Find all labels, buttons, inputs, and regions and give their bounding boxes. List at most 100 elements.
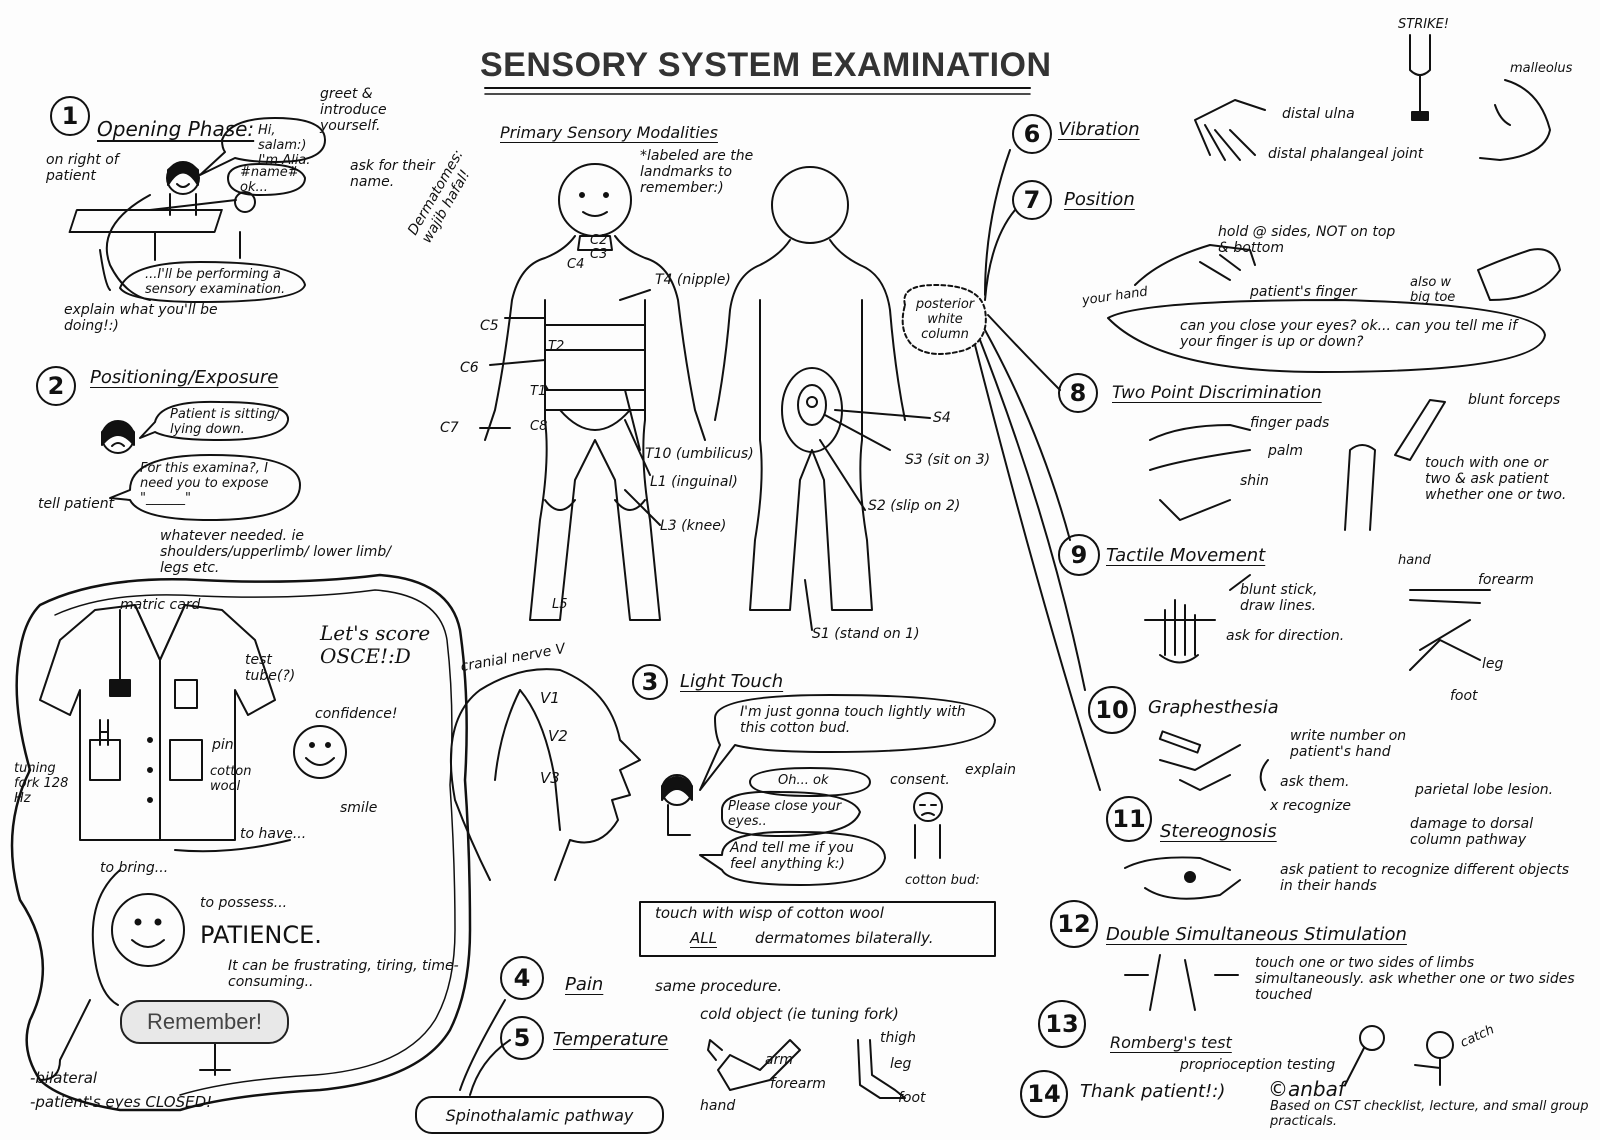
step-8-number: 8 <box>1058 373 1098 413</box>
ask-them-note: ask them. <box>1280 774 1350 790</box>
greet-note: greet & introduce yourself. <box>320 86 387 135</box>
step-5-heading: Temperature <box>553 1029 669 1050</box>
wisp-line-2: dermatomes bilaterally. <box>755 929 934 947</box>
temperature-note: cold object (ie tuning fork) <box>700 1005 899 1023</box>
lets-score-osce: Let's score OSCE!:D <box>320 621 431 668</box>
step-14-number: 14 <box>1020 1070 1068 1118</box>
tactile-foot-label: foot <box>1450 688 1478 704</box>
step-10-number: 10 <box>1088 686 1136 734</box>
position-hand-sketch <box>1134 244 1256 286</box>
finger-pads-label: finger pads <box>1250 415 1330 431</box>
label-c2: C2 <box>590 233 608 248</box>
tuning-fork-label: tuning fork 128 Hz <box>14 761 69 806</box>
leg-label: leg <box>890 1056 912 1072</box>
also-big-toe-label: also w big toe <box>1410 275 1456 305</box>
step-6-number: 6 <box>1012 114 1052 154</box>
bubble-hi-salam-text: Hi, salam:) I'm Alia. <box>258 123 311 168</box>
hand-label: hand <box>700 1098 736 1114</box>
right-of-patient-note: on right of patient <box>46 152 119 185</box>
osce-frame <box>10 573 472 1112</box>
blunt-stick-note: blunt stick, draw lines. <box>1240 582 1318 615</box>
bubble-ok-text: Oh... ok <box>778 773 829 788</box>
page-title: SENSORY SYSTEM EXAMINATION <box>480 46 1052 84</box>
doctor-face-2-icon <box>101 420 135 454</box>
bubble-touch-text: I'm just gonna touch lightly with this c… <box>740 704 966 737</box>
bubble-sitting-text: Patient is sitting/ lying down. <box>170 407 280 437</box>
step-13-heading: Romberg's test <box>1110 1033 1232 1052</box>
thigh-label: thigh <box>880 1030 917 1046</box>
stereognosis-hands-sketch <box>1124 856 1241 900</box>
hand-vibration-sketch <box>1194 99 1266 161</box>
tactile-hand-sketch <box>1144 574 1251 664</box>
to-have-label: to have... <box>240 826 307 842</box>
step-2-heading: Positioning/Exposure <box>90 367 279 388</box>
cotton-bud-label: cotton bud: <box>905 873 980 888</box>
step-14-heading: Thank patient!:) <box>1080 1081 1226 1102</box>
tactile-hand-label: hand <box>1398 553 1431 568</box>
patient-bed-sketch <box>68 191 256 261</box>
label-s1: S1 (stand on 1) <box>812 626 920 642</box>
two-point-limbs-sketch <box>1149 424 1251 521</box>
two-point-note: touch with one or two & ask patient whet… <box>1425 455 1567 504</box>
landmarks-note: *labeled are the landmarks to remember:) <box>640 148 754 197</box>
pain-note: same procedure. <box>655 977 783 995</box>
doctor-face-3-icon <box>661 774 693 836</box>
label-c7: C7 <box>440 420 459 436</box>
modalities-heading: Primary Sensory Modalities <box>500 123 718 142</box>
label-c4: C4 <box>567 257 585 272</box>
ask-name-note: ask for their name. <box>350 158 435 191</box>
bilateral-note: -bilateral <box>30 1069 98 1087</box>
step-4-heading: Pain <box>565 974 604 995</box>
to-bring-label: to bring... <box>100 860 169 876</box>
double-stim-limbs-sketch <box>1124 954 1239 1011</box>
graphesthesia-hand-sketch <box>1158 730 1241 791</box>
step-7-number: 7 <box>1012 180 1052 220</box>
label-t10: T10 (umbilicus) <box>645 446 754 462</box>
forearm-label: forearm <box>770 1076 826 1092</box>
label-c8: C8 <box>530 419 548 434</box>
position-question: can you close your eyes? ok... can you t… <box>1180 318 1517 351</box>
label-s3: S3 (sit on 3) <box>905 452 991 468</box>
step-4-number: 4 <box>500 956 544 1000</box>
palm-label: palm <box>1268 443 1303 459</box>
white-coat-sketch <box>39 604 276 841</box>
label-t2: T2 <box>548 339 565 354</box>
step-3-number: 3 <box>632 664 668 700</box>
performing-note: ...I'll be performing a sensory examinat… <box>145 267 286 297</box>
head-profile-sketch <box>449 668 641 881</box>
wisp-line-1: touch with wisp of cotton wool <box>655 904 884 922</box>
whatever-note: whatever needed. ie shoulders/upperlimb/… <box>160 528 391 577</box>
strike-label: STRIKE! <box>1398 17 1450 32</box>
frustrating-note: It can be frustrating, tiring, time-cons… <box>228 958 459 991</box>
smiley-confidence-icon <box>293 725 347 779</box>
matric-card-label: matric card <box>120 597 201 613</box>
bubble-tell-text: And tell me if you feel anything k:) <box>730 840 854 873</box>
label-c3: C3 <box>590 247 608 262</box>
step-11-heading: Stereognosis <box>1160 821 1277 842</box>
spinothalamic-pathway-badge: Spinothalamic pathway <box>415 1096 664 1134</box>
label-t4: T4 (nipple) <box>655 272 731 288</box>
step-5-number: 5 <box>500 1016 544 1060</box>
body-front-sketch <box>484 163 706 621</box>
bubble-hi-salam <box>199 117 326 176</box>
consent-label: consent. <box>890 772 950 788</box>
step-1-heading: Opening Phase: <box>97 117 255 141</box>
test-tube-label: test tube(?) <box>245 652 296 685</box>
label-t1: T1 <box>530 384 547 399</box>
x-recognize-note: x recognize <box>1270 798 1351 814</box>
step-12-number: 12 <box>1050 900 1098 948</box>
step-9-number: 9 <box>1058 534 1100 576</box>
parietal-note: parietal lobe lesion. <box>1415 782 1554 798</box>
patient-face-3-icon <box>913 792 943 859</box>
v2-label: V2 <box>548 727 568 745</box>
step-8-heading: Two Point Discrimination <box>1112 383 1322 403</box>
step-11-number: 11 <box>1106 796 1152 842</box>
tell-patient-note: tell patient <box>38 496 115 512</box>
write-number-note: write number on patient's hand <box>1290 728 1407 761</box>
cotton-wool-label: cotton wool <box>210 764 252 794</box>
tuning-fork-icon <box>1409 34 1431 121</box>
v1-label: V1 <box>540 689 560 707</box>
blunt-forceps-label: blunt forceps <box>1468 392 1561 408</box>
